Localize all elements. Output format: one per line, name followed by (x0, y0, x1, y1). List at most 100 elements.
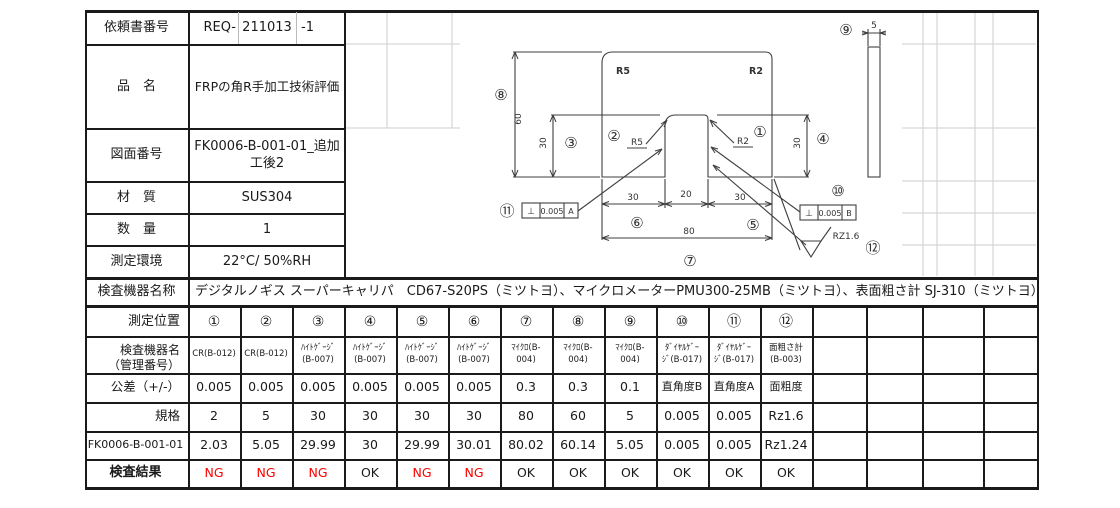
request-no-prefix[interactable]: REQ- (203, 19, 236, 35)
request-no-suffix[interactable]: -1 (301, 19, 314, 35)
row-label-device-line2: （管理番号） (107, 358, 180, 372)
col8-spec[interactable]: 60 (570, 408, 586, 424)
col5-tolerance[interactable]: 0.005 (404, 379, 440, 395)
dim-bottom-right-text: 30 (734, 193, 746, 203)
col4-result[interactable]: OK (360, 464, 380, 480)
radius-label-top-left: R5 (616, 66, 630, 77)
col12-spec[interactable]: Rz1.6 (768, 408, 804, 424)
col2-device[interactable]: CR(B-012) (244, 348, 288, 359)
table-border (552, 308, 554, 487)
equipment-value[interactable]: デジタルノギス スーパーキャリパ CD67-S20PS（ミツトヨ）、マイクロメー… (195, 284, 1044, 300)
col3-device[interactable]: ﾊｲﾄｹﾞｰｼﾞ(B-007) (300, 343, 335, 365)
col8-result[interactable]: OK (568, 464, 588, 480)
col1-device[interactable]: CR(B-012) (192, 348, 236, 359)
col10-spec[interactable]: 0.005 (664, 408, 700, 424)
material-value[interactable]: SUS304 (241, 189, 293, 205)
col4-position-header: ④ (363, 313, 377, 330)
table-border (85, 245, 346, 247)
table-border (85, 402, 1039, 404)
radius-note-left: R5 (631, 138, 643, 148)
drawing-no-label: 図面番号 (110, 147, 163, 163)
col4-tolerance[interactable]: 0.005 (352, 379, 388, 395)
product-name-value[interactable]: FRPの角R手加工技術評価 (194, 78, 340, 94)
col12-result[interactable]: OK (776, 464, 796, 480)
col2-tolerance[interactable]: 0.005 (248, 379, 284, 395)
table-border (85, 10, 1039, 13)
request-no-number[interactable]: 211013 (242, 19, 292, 35)
technical-drawing: 60 30 30 30 20 30 80 5 R5 R2 R5 R2 RZ1.6… (346, 12, 1036, 276)
col1-result[interactable]: NG (204, 464, 224, 480)
col8-device[interactable]: ﾏｲｸﾛ(B-004) (563, 343, 593, 365)
table-border (760, 308, 762, 487)
col7-device[interactable]: ﾏｲｸﾛ(B-004) (511, 343, 541, 365)
request-no-label: 依頼書番号 (103, 19, 169, 35)
col7-spec[interactable]: 80 (518, 408, 534, 424)
col3-spec[interactable]: 30 (310, 408, 326, 424)
col6-result[interactable]: NG (464, 464, 484, 480)
col10-device[interactable]: ﾀﾞｲﾔﾙｹﾞｰｼﾞ(B-017) (661, 343, 703, 365)
col11-measured[interactable]: 0.005 (716, 436, 752, 452)
table-border (238, 12, 239, 44)
col4-device[interactable]: ﾊｲﾄｹﾞｰｼﾞ(B-007) (352, 343, 387, 365)
col8-position-header: ⑧ (571, 313, 585, 330)
col5-device[interactable]: ﾊｲﾄｹﾞｰｼﾞ(B-007) (404, 343, 439, 365)
row-label-tolerance: 公差（+/-） (110, 379, 180, 395)
col5-spec[interactable]: 30 (414, 408, 430, 424)
col1-spec[interactable]: 2 (210, 408, 218, 424)
col11-spec[interactable]: 0.005 (716, 408, 752, 424)
col4-measured[interactable]: 30 (362, 436, 378, 452)
col6-spec[interactable]: 30 (466, 408, 482, 424)
col3-result[interactable]: NG (308, 464, 328, 480)
col10-measured[interactable]: 0.005 (664, 436, 700, 452)
frame-a-symbol: ⊥ (527, 207, 535, 217)
callout-5: ⑤ (746, 216, 759, 234)
callout-10: ⑩ (831, 182, 844, 200)
table-border (1037, 10, 1039, 490)
extension-lines (513, 29, 881, 240)
row-label-spec: 規格 (154, 408, 180, 424)
col2-spec[interactable]: 5 (262, 408, 270, 424)
col6-device[interactable]: ﾊｲﾄｹﾞｰｼﾞ(B-007) (456, 343, 491, 365)
drawing-no-value[interactable]: FK0006-B-001-01_追加工後2 (194, 138, 340, 171)
col11-tolerance[interactable]: 直角度A (713, 380, 755, 394)
col9-result[interactable]: OK (620, 464, 640, 480)
table-border (604, 308, 606, 487)
col6-tolerance[interactable]: 0.005 (456, 379, 492, 395)
col12-measured[interactable]: Rz1.24 (764, 436, 808, 452)
environment-value[interactable]: 22°C/ 50%RH (222, 253, 312, 269)
col5-result[interactable]: NG (412, 464, 432, 480)
table-border (188, 10, 190, 487)
col9-device[interactable]: ﾏｲｸﾛ(B-004) (615, 343, 645, 365)
col2-measured[interactable]: 5.05 (252, 436, 280, 452)
col10-result[interactable]: OK (672, 464, 692, 480)
col11-result[interactable]: OK (724, 464, 744, 480)
col2-position-header: ② (259, 313, 273, 330)
col3-measured[interactable]: 29.99 (300, 436, 336, 452)
col1-measured[interactable]: 2.03 (200, 436, 228, 452)
col7-measured[interactable]: 80.02 (508, 436, 544, 452)
col7-tolerance[interactable]: 0.3 (516, 379, 536, 395)
table-border (812, 308, 814, 487)
dim-lines (514, 32, 886, 239)
col5-measured[interactable]: 29.99 (404, 436, 440, 452)
col12-device[interactable]: 面粗さ計(B-003) (768, 343, 803, 365)
col12-tolerance[interactable]: 面粗度 (769, 380, 803, 394)
col6-measured[interactable]: 30.01 (456, 436, 492, 452)
col6-position-header: ⑥ (467, 313, 481, 330)
col9-tolerance[interactable]: 0.1 (620, 379, 640, 395)
surface-roughness-text: RZ1.6 (833, 232, 860, 242)
quantity-value[interactable]: 1 (262, 221, 272, 237)
dim-height-text: 60 (514, 113, 524, 125)
table-border (85, 431, 1039, 433)
col11-device[interactable]: ﾀﾞｲﾔﾙｹﾞｰｼﾞ(B-017) (713, 343, 755, 365)
col7-result[interactable]: OK (516, 464, 536, 480)
col9-spec[interactable]: 5 (626, 408, 634, 424)
col3-tolerance[interactable]: 0.005 (300, 379, 336, 395)
col9-measured[interactable]: 5.05 (616, 436, 644, 452)
col2-result[interactable]: NG (256, 464, 276, 480)
col8-measured[interactable]: 60.14 (560, 436, 596, 452)
col10-tolerance[interactable]: 直角度B (661, 380, 703, 394)
col1-tolerance[interactable]: 0.005 (196, 379, 232, 395)
col8-tolerance[interactable]: 0.3 (568, 379, 588, 395)
col4-spec[interactable]: 30 (362, 408, 378, 424)
